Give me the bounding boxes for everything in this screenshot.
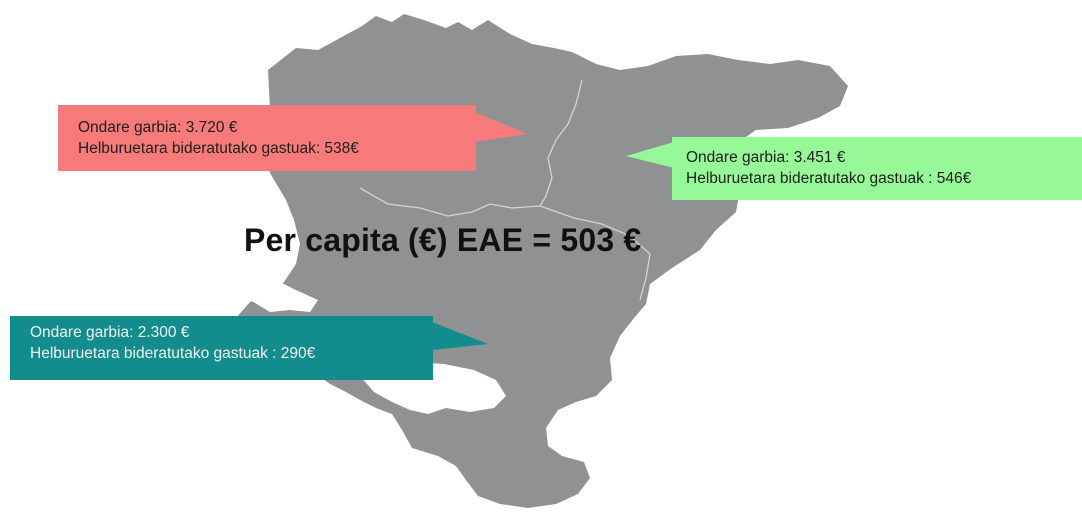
callout-gipuzkoa-expenses: Helburuetara bideratutako gastuak : 546€ [686,170,972,187]
callout-araba: Ondare garbia: 2.300 € Helburuetara bide… [10,316,433,380]
map-landmass [236,14,848,508]
border-gipuzkoa-araba [539,205,651,301]
callout-araba-net-worth: Ondare garbia: 2.300 € [30,324,190,341]
west-enclave [250,282,318,312]
callout-bizkaia-expenses: Helburuetara bideratutako gastuak: 538€ [78,140,359,157]
callout-araba-expenses: Helburuetara bideratutako gastuak : 290€ [30,345,316,362]
callout-bizkaia-net-worth: Ondare garbia: 3.720 € [78,119,238,136]
border-bizkaia-araba [359,187,541,217]
per-capita-label: Per capita (€) EAE = 503 € [244,222,642,258]
callout-bizkaia: Ondare garbia: 3.720 € Helburuetara bide… [58,105,476,171]
callout-gipuzkoa-net-worth: Ondare garbia: 3.451 € [686,149,846,166]
callout-gipuzkoa: Ondare garbia: 3.451 € Helburuetara bide… [672,137,1082,200]
border-bizkaia-gipuzkoa [539,79,583,207]
